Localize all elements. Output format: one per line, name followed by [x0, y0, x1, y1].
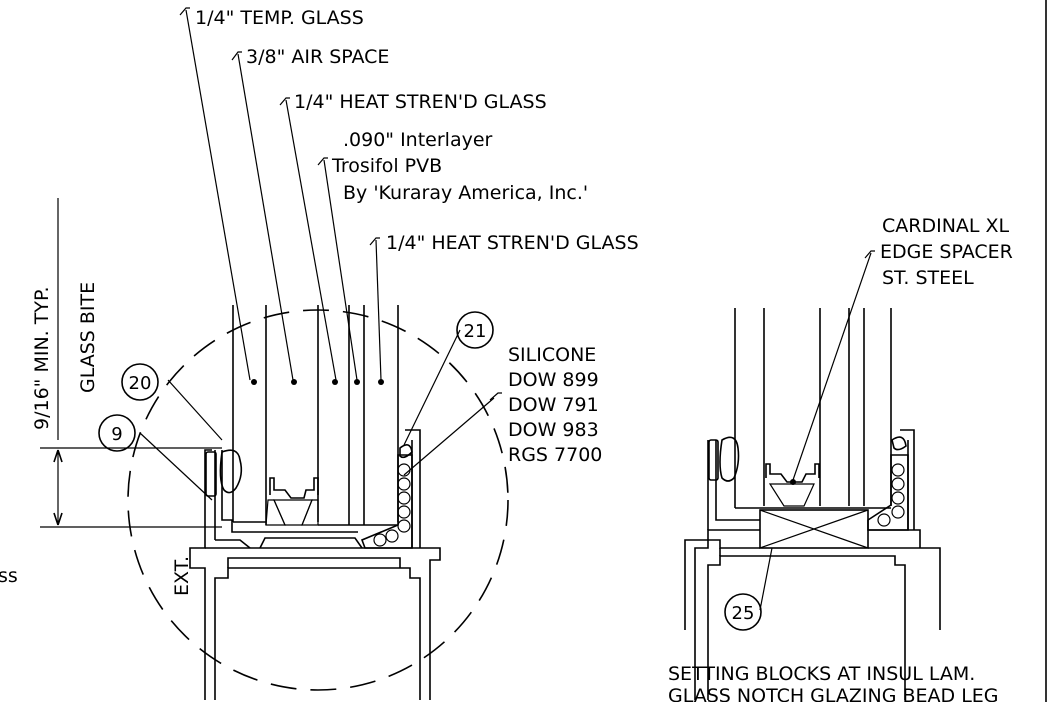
leader-lines: [139, 7, 502, 501]
label-interlayer-3: By 'Kuraray America, Inc.': [343, 182, 588, 204]
label-air-space: 3/8" AIR SPACE: [246, 46, 389, 68]
label-silicone-3: DOW 791: [508, 394, 599, 416]
glass-dots: [251, 379, 384, 385]
right-edge-spacer: [765, 463, 820, 507]
label-setting-blocks-1: SETTING BLOCKS AT INSUL LAM.: [668, 663, 975, 685]
label-silicone-5: RGS 7700: [508, 444, 602, 466]
label-cardinal-2: EDGE SPACER: [880, 241, 1013, 263]
callout-21-label: 21: [464, 321, 487, 342]
label-heat-strend-glass-2: 1/4" HEAT STREN'D GLASS: [386, 232, 639, 254]
callout-20: 20: [121, 363, 159, 401]
gasket-left: [205, 449, 243, 497]
callout-25-label: 25: [732, 603, 755, 624]
label-silicone-1: SILICONE: [508, 344, 596, 366]
edge-spacer: [265, 477, 319, 526]
label-dimension: 9/16" MIN. TYP.: [31, 287, 53, 430]
backer-rod-silicone: [360, 444, 413, 549]
label-interlayer-1: .090" Interlayer: [343, 129, 493, 151]
callout-25: 25: [724, 593, 762, 631]
label-heat-strend-glass-1: 1/4" HEAT STREN'D GLASS: [294, 91, 547, 113]
label-temp-glass: 1/4" TEMP. GLASS: [195, 7, 364, 29]
callout-20-label: 20: [129, 373, 152, 394]
label-silicone-4: DOW 983: [508, 419, 599, 441]
label-setting-blocks-2: GLASS NOTCH GLAZING BEAD LEG: [668, 685, 999, 702]
label-cardinal-3: ST. STEEL: [882, 267, 974, 289]
callout-9-label: 9: [111, 424, 122, 445]
right-glass-lites: [734, 308, 892, 509]
dimension-lines: [40, 198, 222, 528]
label-glass-bite: GLASS BITE: [77, 282, 99, 393]
label-left-edge-fragment: ss: [0, 565, 18, 587]
label-interlayer-2: Trosifol PVB: [331, 155, 442, 177]
right-leader-lines: [759, 250, 875, 611]
callout-21: 21: [456, 311, 494, 349]
frame-profile: [189, 429, 441, 700]
setting-block: [759, 509, 869, 549]
right-frame-profile: [684, 429, 941, 700]
label-cardinal-1: CARDINAL XL: [882, 215, 1010, 237]
callout-9: 9: [98, 414, 136, 452]
glass-lites: [232, 305, 399, 526]
label-exterior: EXT.: [171, 556, 193, 596]
right-backer-rod: [867, 436, 909, 531]
right-gasket-left: [708, 436, 740, 482]
label-silicone-2: DOW 899: [508, 369, 599, 391]
